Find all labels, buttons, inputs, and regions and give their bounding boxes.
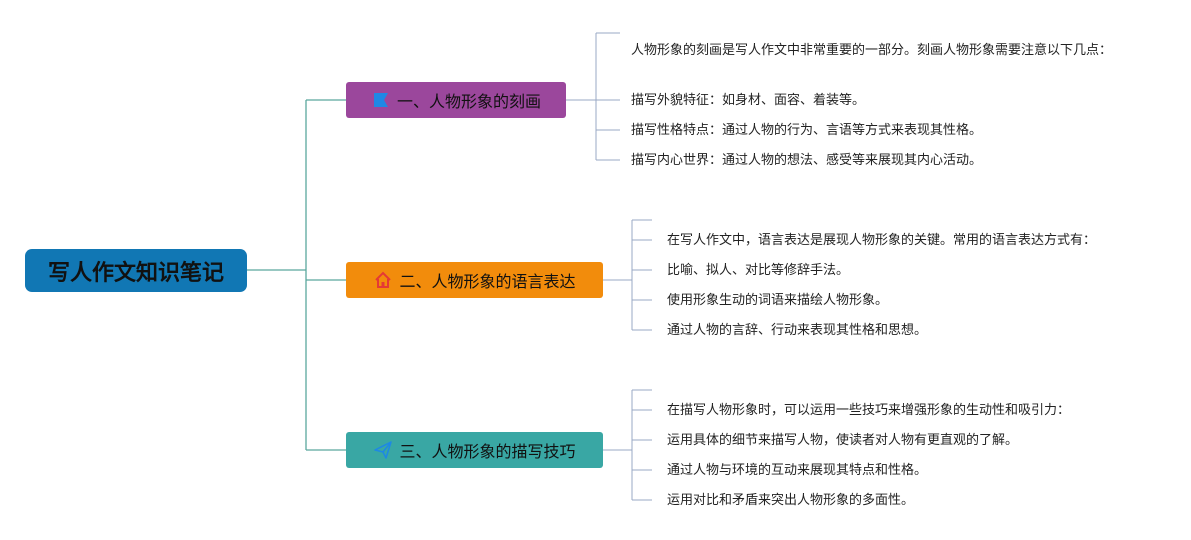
leaf-item[interactable]: 运用对比和矛盾来突出人物形象的多面性。 [667, 493, 915, 508]
branch-2-leaf-connector [603, 219, 652, 331]
leaf-item[interactable]: 比喻、拟人、对比等修辞手法。 [667, 263, 850, 278]
leaf-item[interactable]: 描写性格特点：通过人物的行为、言语等方式来表现其性格。 [631, 123, 983, 138]
root-title: 写人作文知识笔记 [47, 260, 224, 286]
leaf-item[interactable]: 在写人作文中，语言表达是展现人物形象的关键。常用的语言表达方式有： [667, 233, 1097, 248]
root-node[interactable]: 写人作文知识笔记 [25, 249, 247, 292]
branch-1-leaf-connector [566, 32, 620, 161]
flag-icon [371, 90, 391, 110]
branch-node-1[interactable]: 一、人物形象的刻画 [346, 82, 566, 118]
branch-node-3[interactable]: 三、人物形象的描写技巧 [346, 432, 603, 468]
branch-1-label: 一、人物形象的刻画 [396, 92, 541, 111]
leaf-item[interactable]: 运用具体的细节来描写人物，使读者对人物有更直观的了解。 [667, 433, 1019, 448]
leaf-item[interactable]: 描写内心世界：通过人物的想法、感受等来展现其内心活动。 [631, 153, 983, 168]
leaf-item[interactable]: 通过人物与环境的互动来展现其特点和性格。 [667, 463, 928, 478]
leaf-item[interactable]: 人物形象的刻画是写人作文中非常重要的一部分。刻画人物形象需要注意以下几点： [631, 43, 1113, 58]
leaf-item[interactable]: 使用形象生动的词语来描绘人物形象。 [667, 293, 889, 308]
leaf-item[interactable]: 通过人物的言辞、行动来表现其性格和思想。 [667, 323, 928, 338]
branch-3-leaf-connector [603, 389, 652, 501]
branch-node-2[interactable]: 二、人物形象的语言表达 [346, 262, 603, 298]
leaf-item[interactable]: 描写外貌特征：如身材、面容、着装等。 [631, 93, 866, 108]
leaf-item[interactable]: 在描写人物形象时，可以运用一些技巧来增强形象的生动性和吸引力： [667, 403, 1071, 418]
branch-2-label: 二、人物形象的语言表达 [399, 272, 576, 291]
branch-3-label: 三、人物形象的描写技巧 [399, 442, 576, 461]
home-icon [373, 270, 393, 290]
send-icon [373, 440, 393, 460]
